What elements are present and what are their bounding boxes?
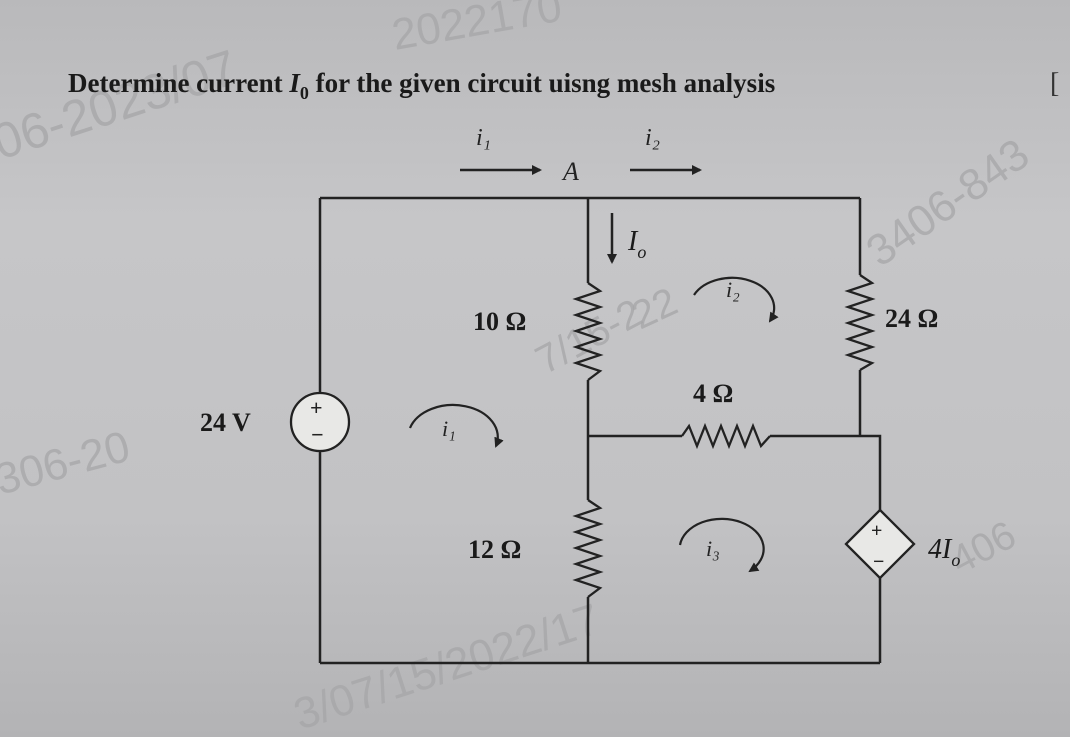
resistor-4-label: 4 Ω — [693, 379, 733, 408]
source-plus: + — [310, 395, 323, 420]
dependent-voltage-source: + − 4Io — [844, 508, 960, 580]
mesh-current-i2: i₂ — [693, 276, 779, 323]
mesh-label-i3: i₃ — [706, 536, 720, 561]
node-label-A: A — [561, 157, 579, 186]
io-label: Io — [627, 226, 646, 262]
circuit-wires — [318, 196, 882, 665]
dep-source-plus: + — [871, 520, 882, 542]
watermark: 306-20 — [0, 422, 135, 505]
question-text-after: for the given circuit uisng mesh analysi… — [309, 68, 775, 98]
current-subscript: 0 — [300, 83, 309, 103]
mesh-current-i3: i₃ — [678, 517, 765, 573]
cropped-bracket: [ — [1050, 68, 1059, 99]
resistor-24-ohm: 24 Ω — [844, 274, 938, 371]
top-current-arrows: i₁ A i₂ — [460, 125, 702, 186]
watermark: 3406-843 — [858, 129, 1038, 276]
voltage-source-24v: + − 24 V — [200, 391, 351, 453]
arrow-label-i2: i₂ — [645, 125, 660, 151]
mesh-label-i2: i₂ — [726, 277, 740, 302]
watermark-layer: 2022170 06-2023/07 3406-843 306-20 7/15-… — [0, 0, 1038, 737]
watermark: 3/07/15/2022/17 — [288, 595, 606, 737]
source-label: 24 V — [200, 408, 251, 437]
resistor-12-label: 12 Ω — [468, 535, 521, 564]
question-title: Determine current I0 for the given circu… — [68, 68, 775, 103]
source-minus: − — [311, 422, 324, 447]
branch-current-io: Io — [607, 213, 646, 264]
resistor-12-ohm: 12 Ω — [468, 499, 604, 598]
question-text-before: Determine current — [68, 68, 289, 98]
arrow-label-i1: i₁ — [476, 125, 491, 151]
watermark: 406 — [944, 513, 1024, 583]
resistor-4-ohm: 4 Ω — [681, 379, 771, 450]
mesh-label-i1: i₁ — [442, 416, 456, 441]
current-symbol: I — [288, 68, 301, 98]
resistor-10-ohm: 10 Ω — [473, 282, 604, 381]
mesh-current-i1: i₁ — [408, 403, 504, 448]
resistor-10-label: 10 Ω — [473, 307, 526, 336]
dep-source-minus: − — [873, 551, 884, 573]
watermark: 06-2023/07 — [0, 39, 244, 170]
dep-source-label: 4Io — [928, 534, 960, 570]
watermark: 2022170 — [388, 0, 565, 60]
resistor-24-label: 24 Ω — [885, 304, 938, 333]
